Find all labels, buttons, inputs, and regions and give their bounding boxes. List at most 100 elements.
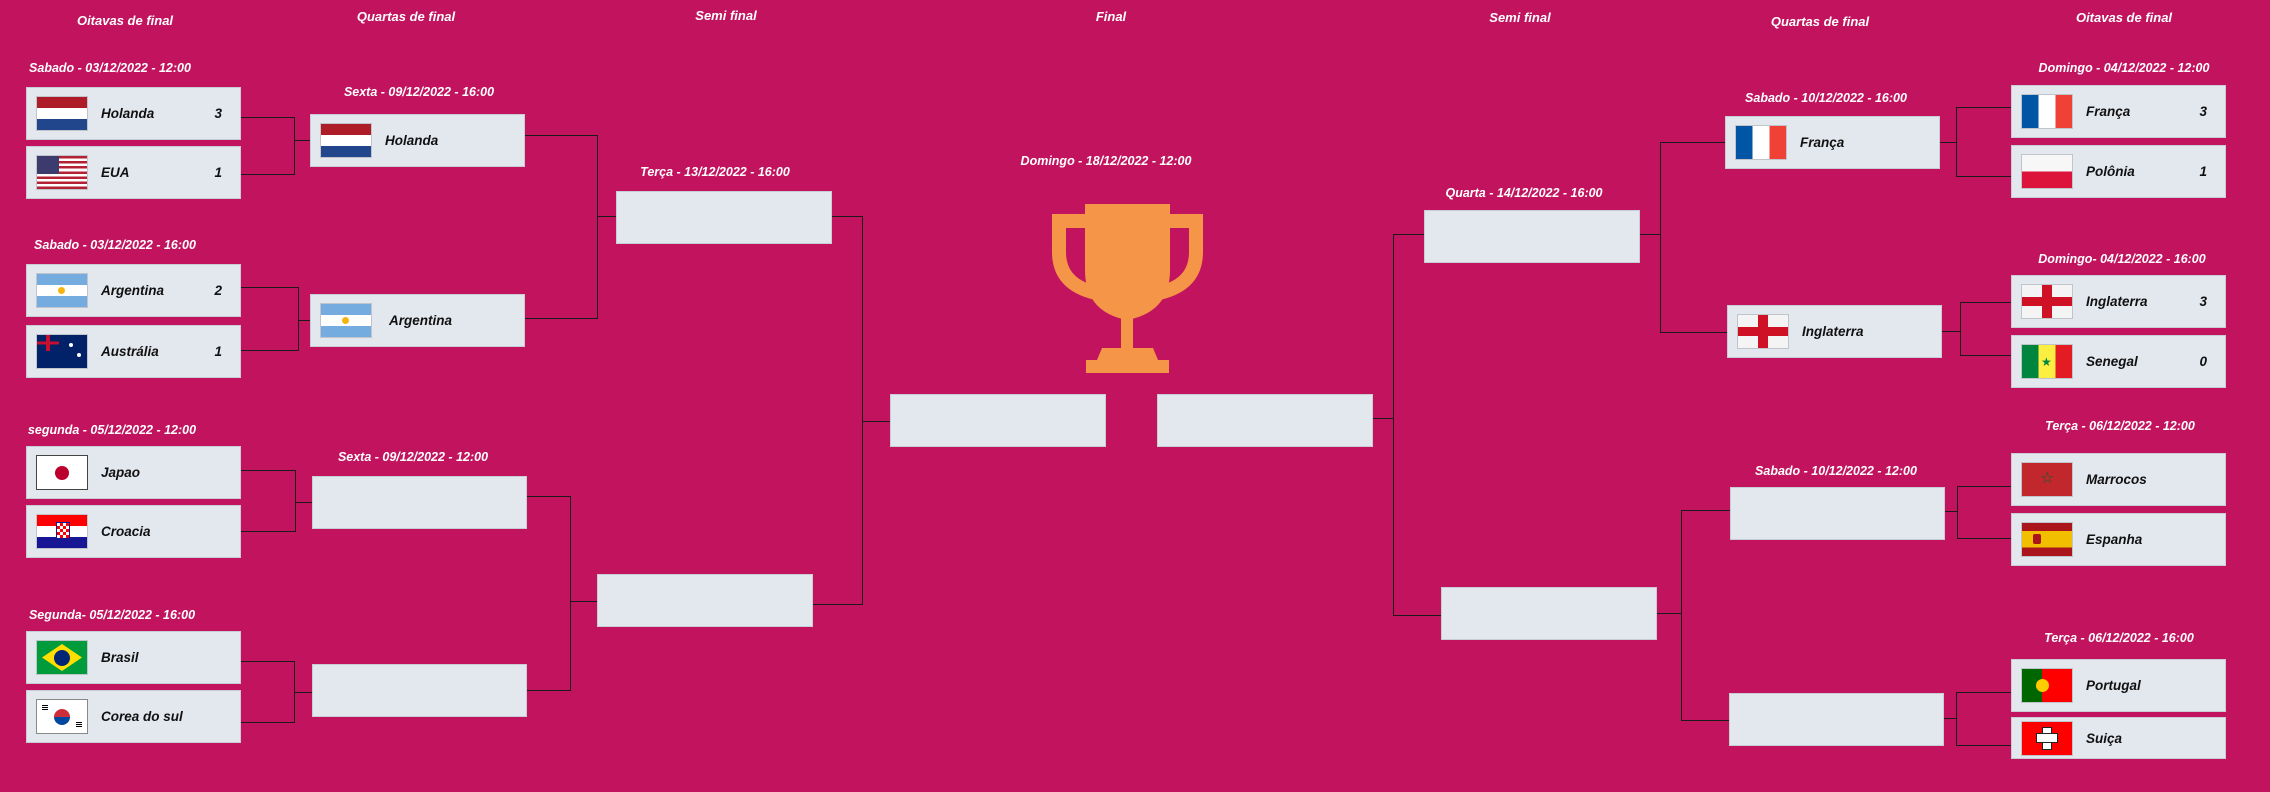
connector-line xyxy=(1393,615,1441,616)
date-r16-r4: Terça - 06/12/2022 - 16:00 xyxy=(2044,631,2194,645)
connector-line xyxy=(813,604,862,605)
team-cell[interactable]: EUA 1 xyxy=(26,146,241,199)
connector-line xyxy=(1660,142,1661,333)
final-slot-right[interactable] xyxy=(1157,394,1373,447)
argentina-flag xyxy=(321,304,371,337)
connector-line xyxy=(1956,176,2011,177)
connector-line xyxy=(1956,107,1957,177)
connector-line xyxy=(597,135,598,319)
header-final: Final xyxy=(1095,9,1127,24)
team-cell[interactable]: Inglaterra 3 xyxy=(2011,275,2226,328)
connector-line xyxy=(525,135,597,136)
connector-line xyxy=(241,470,295,471)
empty-slot[interactable] xyxy=(1424,210,1640,263)
connector-line xyxy=(295,502,312,503)
header-semi-right: Semi final xyxy=(1489,10,1551,25)
connector-line xyxy=(1957,486,1958,539)
date-r16-l2: Sabado - 03/12/2022 - 16:00 xyxy=(34,238,196,252)
poland-flag xyxy=(2022,155,2072,188)
team-name: Portugal xyxy=(2086,678,2141,693)
connector-line xyxy=(1960,302,2011,303)
team-cell[interactable]: Holanda xyxy=(310,114,525,167)
empty-slot[interactable] xyxy=(1441,587,1657,640)
trophy-icon xyxy=(1052,204,1203,373)
connector-line xyxy=(1942,331,1960,332)
connector-line xyxy=(1956,107,2011,108)
connector-line xyxy=(1660,142,1725,143)
team-cell[interactable]: França xyxy=(1725,116,1940,169)
team-score: 0 xyxy=(2199,354,2207,369)
team-cell[interactable]: Espanha xyxy=(2011,513,2226,566)
team-name: Argentina xyxy=(101,283,165,298)
team-name: EUA xyxy=(101,165,130,180)
england-flag xyxy=(1738,315,1788,348)
team-name: Brasil xyxy=(101,650,139,665)
team-cell[interactable]: Brasil xyxy=(26,631,241,684)
connector-line xyxy=(570,496,571,691)
connector-line xyxy=(1956,745,2011,746)
team-cell[interactable]: Argentina xyxy=(310,294,525,347)
team-score: 3 xyxy=(2199,104,2207,119)
team-name: França xyxy=(2086,104,2131,119)
empty-slot[interactable] xyxy=(312,664,527,717)
team-cell[interactable]: Austrália 1 xyxy=(26,325,241,378)
team-name: Corea do sul xyxy=(101,709,183,724)
team-name: Austrália xyxy=(101,344,159,359)
connector-line xyxy=(1640,234,1660,235)
final-slot-left[interactable] xyxy=(890,394,1106,447)
date-r16-r1: Domingo - 04/12/2022 - 12:00 xyxy=(2038,61,2210,75)
team-cell[interactable]: Suiça xyxy=(2011,717,2226,759)
team-cell[interactable]: Croacia xyxy=(26,505,241,558)
empty-slot[interactable] xyxy=(1729,693,1944,746)
header-semi-left: Semi final xyxy=(695,8,757,23)
connector-line xyxy=(862,421,890,422)
connector-line xyxy=(570,601,597,602)
date-r16-r3: Terça - 06/12/2022 - 12:00 xyxy=(2045,419,2195,433)
team-cell[interactable]: ★ Senegal 0 xyxy=(2011,335,2226,388)
date-r16-r2: Domingo- 04/12/2022 - 16:00 xyxy=(2038,252,2206,266)
date-qf-r1: Sabado - 10/12/2022 - 16:00 xyxy=(1745,91,1907,105)
team-name: Croacia xyxy=(101,524,151,539)
team-cell[interactable]: Polônia 1 xyxy=(2011,145,2226,198)
usa-flag xyxy=(37,156,87,189)
connector-line xyxy=(241,531,295,532)
team-score: 1 xyxy=(214,344,222,359)
connector-line xyxy=(1393,234,1394,616)
team-name: França xyxy=(1800,135,1845,150)
team-cell[interactable]: Holanda 3 xyxy=(26,87,241,140)
south-korea-flag xyxy=(37,700,87,733)
date-r16-l4: Segunda- 05/12/2022 - 16:00 xyxy=(28,608,196,622)
team-name: Inglaterra xyxy=(2086,294,2148,309)
team-name: Marrocos xyxy=(2086,472,2147,487)
team-cell[interactable]: Argentina 2 xyxy=(26,264,241,317)
empty-slot[interactable] xyxy=(616,191,832,244)
date-sf-l: Terça - 13/12/2022 - 16:00 xyxy=(640,165,790,179)
team-score: 2 xyxy=(214,283,222,298)
connector-line xyxy=(862,216,863,605)
switzerland-flag xyxy=(2022,722,2072,755)
team-cell[interactable]: Inglaterra xyxy=(1727,305,1942,358)
connector-line xyxy=(1681,510,1730,511)
team-score: 3 xyxy=(2199,294,2207,309)
team-cell[interactable]: França 3 xyxy=(2011,85,2226,138)
date-qf-l2: Sexta - 09/12/2022 - 12:00 xyxy=(337,450,489,464)
team-cell[interactable]: ☆ Marrocos xyxy=(2011,453,2226,506)
team-name: Holanda xyxy=(385,133,439,148)
connector-line xyxy=(1681,720,1729,721)
team-cell[interactable]: Portugal xyxy=(2011,659,2226,712)
connector-line xyxy=(1940,142,1956,143)
connector-line xyxy=(294,117,295,175)
connector-line xyxy=(527,690,570,691)
team-name: Senegal xyxy=(2086,354,2138,369)
team-name: Argentina xyxy=(389,313,453,328)
team-cell[interactable]: Corea do sul xyxy=(26,690,241,743)
empty-slot[interactable] xyxy=(312,476,527,529)
empty-slot[interactable] xyxy=(597,574,813,627)
team-cell[interactable]: Japao xyxy=(26,446,241,499)
empty-slot[interactable] xyxy=(1730,487,1945,540)
connector-line xyxy=(298,320,310,321)
team-score: 1 xyxy=(2199,164,2207,179)
australia-flag xyxy=(37,335,87,368)
connector-line xyxy=(832,216,862,217)
connector-line xyxy=(1957,538,2011,539)
